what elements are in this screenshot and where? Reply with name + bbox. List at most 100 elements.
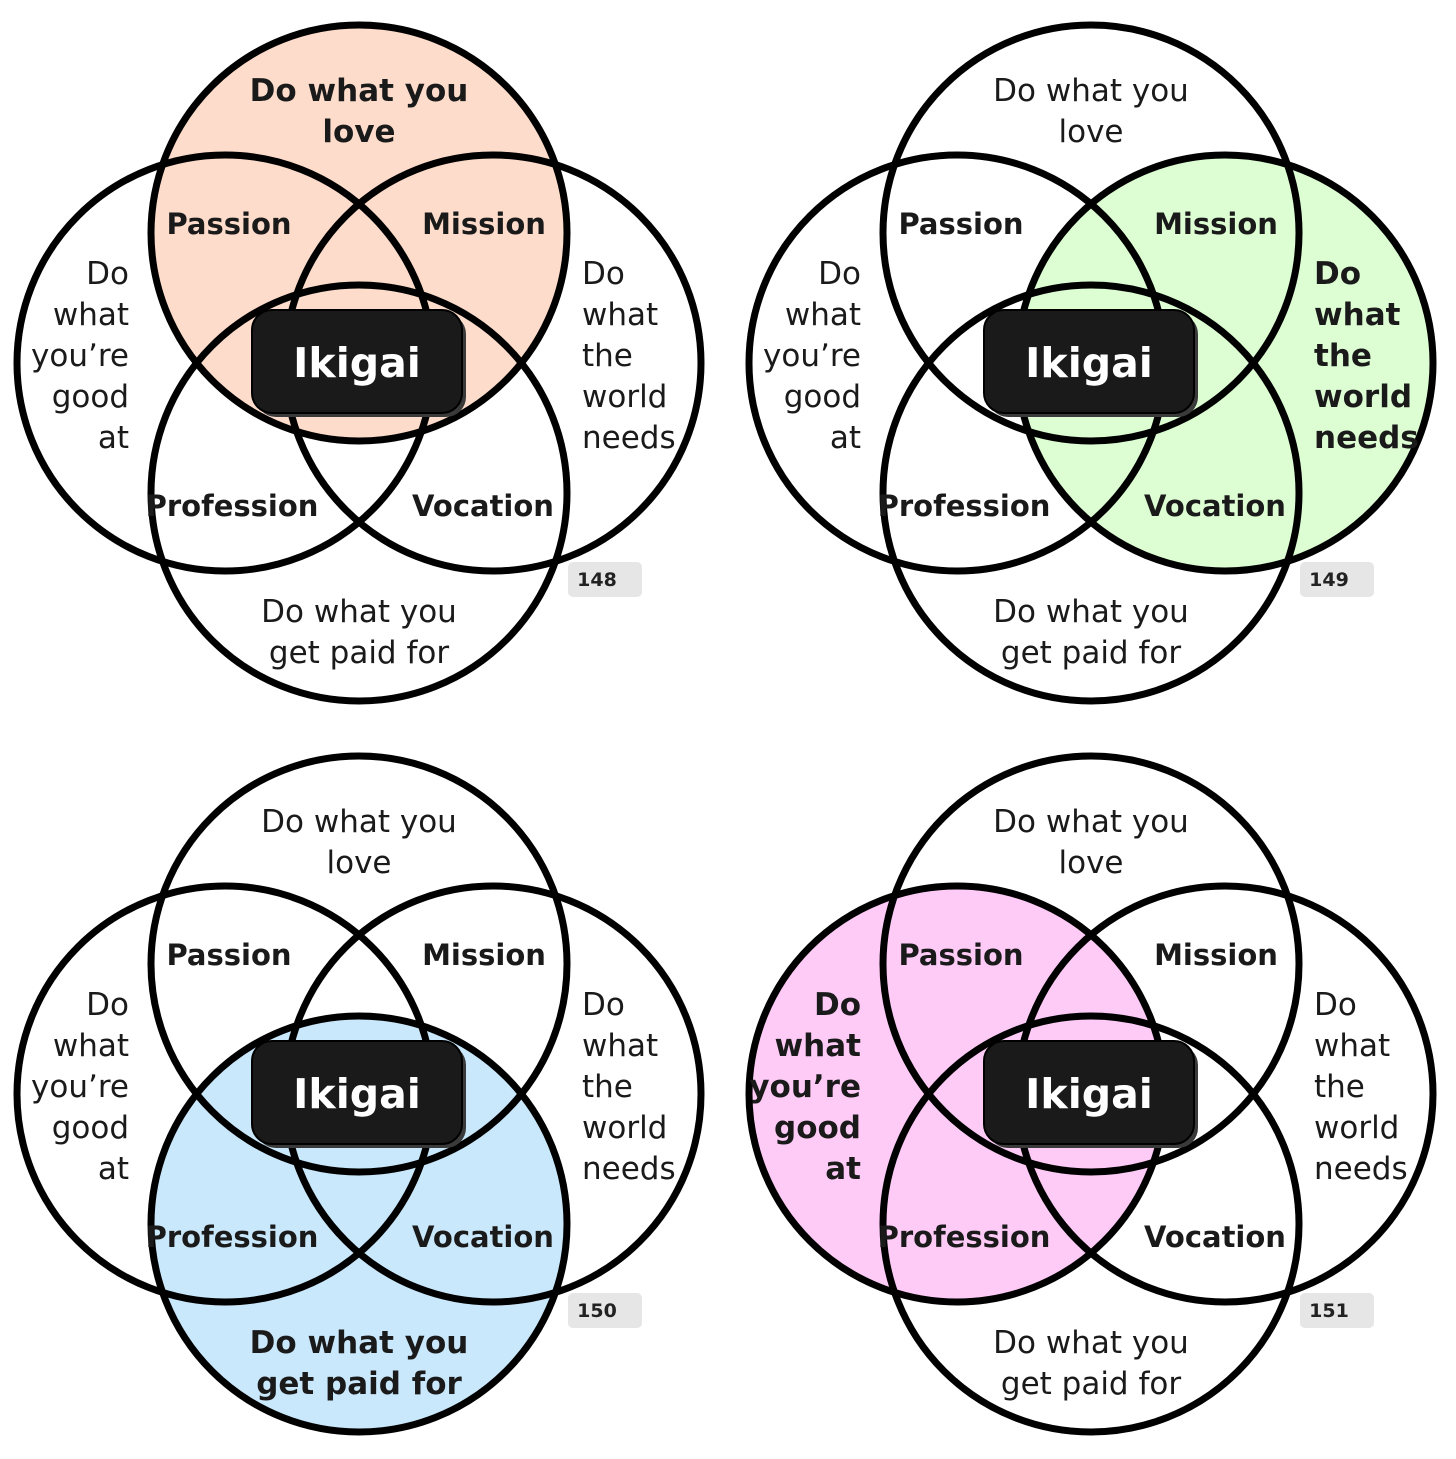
circle-label-line: world bbox=[1314, 1110, 1399, 1146]
circle-label-line: what bbox=[1314, 1028, 1390, 1064]
circle-label-line: Do bbox=[582, 256, 625, 292]
page-number: 149 bbox=[1309, 569, 1349, 591]
circle-label-line: the bbox=[582, 338, 633, 374]
circle-label-line: Do bbox=[814, 987, 861, 1023]
circle-label-line: you’re bbox=[31, 338, 129, 374]
circle-label-line: love bbox=[322, 114, 395, 150]
ikigai-badge bbox=[251, 1040, 463, 1145]
circle-label-line: Do what you bbox=[250, 1325, 469, 1361]
circle-label-line: love bbox=[1059, 114, 1124, 150]
ikigai-label: Ikigai bbox=[293, 1070, 421, 1118]
circle-label-line: get paid for bbox=[1001, 1366, 1181, 1402]
circle-label-world-needs: Do what the world needs bbox=[1314, 987, 1408, 1187]
circle-label-love: Do what you love bbox=[250, 73, 469, 150]
overlap-label-mission: Mission bbox=[422, 938, 546, 972]
circle-label-love: Do what you love bbox=[993, 73, 1189, 150]
overlap-label-profession: Profession bbox=[146, 1220, 319, 1254]
circle-love bbox=[879, 752, 1303, 1176]
circle-label-line: world bbox=[582, 1110, 667, 1146]
overlap-label-passion: Passion bbox=[898, 207, 1023, 241]
overlap-label-profession: Profession bbox=[878, 489, 1051, 523]
circle-label-line: what bbox=[582, 297, 658, 333]
overlap-label-vocation: Vocation bbox=[1144, 1220, 1286, 1254]
circle-label-line: good bbox=[52, 1110, 129, 1146]
ikigai-label: Ikigai bbox=[293, 339, 421, 387]
ikigai-label: Ikigai bbox=[1025, 1070, 1153, 1118]
overlap-label-mission: Mission bbox=[422, 207, 546, 241]
circle-label-good-at: Do what you’re good at bbox=[749, 987, 861, 1187]
circle-label-line: get paid for bbox=[256, 1366, 462, 1402]
circle-label-line: needs bbox=[582, 420, 676, 456]
circle-label-paid-for: Do what you get paid for bbox=[993, 1325, 1189, 1402]
overlap-label-mission: Mission bbox=[1154, 938, 1278, 972]
circle-label-line: Do what you bbox=[993, 594, 1189, 630]
circle-label-line: Do what you bbox=[261, 804, 457, 840]
page-number-tag bbox=[568, 562, 642, 597]
circle-label-line: what bbox=[785, 297, 861, 333]
circle-paid-for bbox=[879, 281, 1303, 705]
ikigai-badge bbox=[983, 1040, 1195, 1145]
ikigai-badge bbox=[251, 309, 463, 414]
circle-love bbox=[147, 752, 571, 1176]
page-number: 148 bbox=[577, 569, 617, 591]
circle-label-line: Do bbox=[1314, 987, 1357, 1023]
page-number-tag bbox=[1300, 1293, 1374, 1328]
page-number: 151 bbox=[1309, 1300, 1349, 1322]
circle-label-line: what bbox=[53, 1028, 129, 1064]
circle-label-line: you’re bbox=[763, 338, 861, 374]
ikigai-badge bbox=[983, 309, 1195, 414]
circle-paid-for bbox=[147, 281, 571, 705]
circle-label-line: love bbox=[327, 845, 392, 881]
circle-label-line: the bbox=[1314, 338, 1372, 374]
overlap-label-profession: Profession bbox=[878, 1220, 1051, 1254]
circle-label-line: Do what you bbox=[250, 73, 469, 109]
circle-label-line: at bbox=[830, 420, 861, 456]
overlap-label-vocation: Vocation bbox=[412, 1220, 554, 1254]
circle-label-line: at bbox=[825, 1151, 861, 1187]
circle-label-line: Do what you bbox=[261, 594, 457, 630]
circle-love bbox=[147, 21, 571, 445]
circle-label-line: what bbox=[53, 297, 129, 333]
page-number-tag bbox=[568, 1293, 642, 1328]
circle-label-line: get paid for bbox=[269, 635, 449, 671]
circle-label-line: needs bbox=[1314, 1151, 1408, 1187]
circle-label-line: Do bbox=[582, 987, 625, 1023]
circle-label-line: Do bbox=[818, 256, 861, 292]
page-number: 150 bbox=[577, 1300, 617, 1322]
overlap-label-profession: Profession bbox=[146, 489, 319, 523]
circle-label-line: what bbox=[582, 1028, 658, 1064]
circle-label-line: Do bbox=[86, 256, 129, 292]
overlap-label-vocation: Vocation bbox=[412, 489, 554, 523]
circle-label-line: Do what you bbox=[993, 804, 1189, 840]
circle-label-line: the bbox=[1314, 1069, 1365, 1105]
circle-label-line: good bbox=[774, 1110, 861, 1146]
overlap-label-passion: Passion bbox=[898, 938, 1023, 972]
overlap-label-passion: Passion bbox=[166, 207, 291, 241]
overlap-label-vocation: Vocation bbox=[1144, 489, 1286, 523]
circle-paid-for bbox=[147, 1012, 571, 1436]
circle-label-paid-for: Do what you get paid for bbox=[250, 1325, 469, 1402]
circle-label-line: you’re bbox=[749, 1069, 861, 1105]
circle-label-line: needs bbox=[1314, 420, 1419, 456]
circle-label-line: Do what you bbox=[993, 73, 1189, 109]
page-number-tag bbox=[1300, 562, 1374, 597]
circle-label-line: what bbox=[775, 1028, 862, 1064]
ikigai-label: Ikigai bbox=[1025, 339, 1153, 387]
circle-label-line: the bbox=[582, 1069, 633, 1105]
circle-label-line: at bbox=[98, 1151, 129, 1187]
circle-label-line: needs bbox=[582, 1151, 676, 1187]
circle-label-line: Do what you bbox=[993, 1325, 1189, 1361]
highlight-fill-world-needs bbox=[1017, 155, 1433, 571]
circle-label-line: Do bbox=[86, 987, 129, 1023]
highlight-fill-good-at bbox=[749, 886, 1165, 1302]
